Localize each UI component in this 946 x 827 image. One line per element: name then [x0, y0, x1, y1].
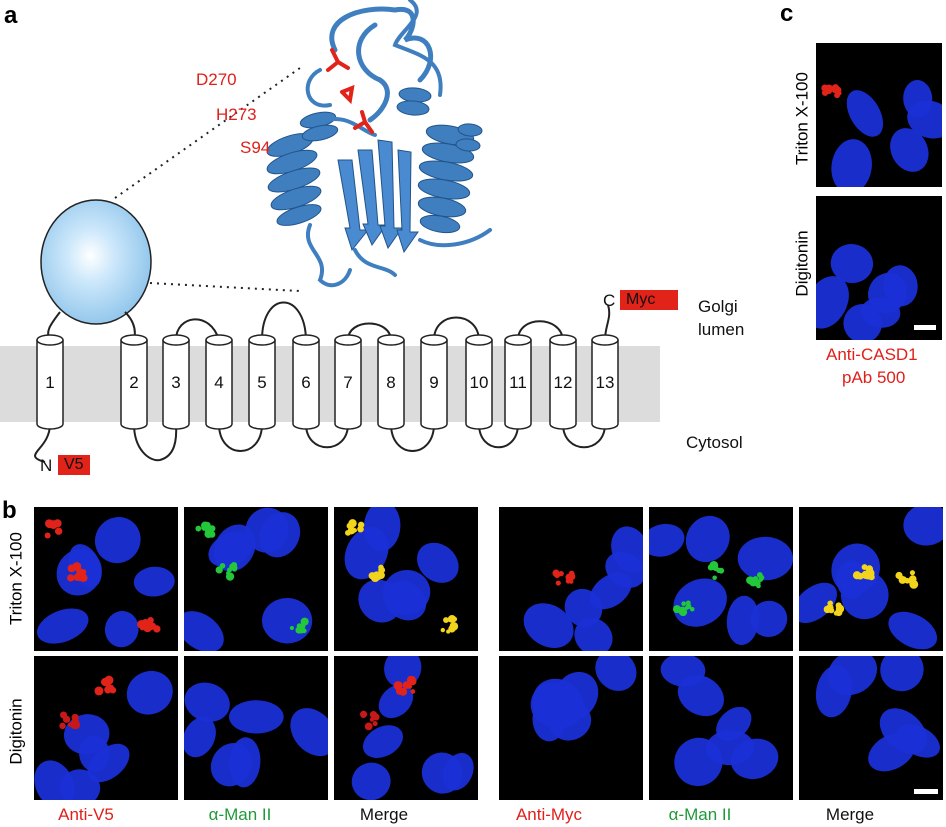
micrograph-b-row2-col3	[334, 656, 478, 800]
loop-8-9	[390, 423, 435, 452]
micrograph-b-row1-col5	[649, 507, 793, 651]
loop-6-7	[305, 423, 349, 449]
luminal-domain-sphere	[40, 199, 152, 325]
panel-b-column-label-4: Anti-Myc	[515, 805, 583, 824]
helix-6	[292, 334, 320, 430]
loop-3-4	[175, 318, 220, 341]
helix-number-9: 9	[429, 373, 439, 392]
region-label-cytosol: Cytosol	[686, 433, 743, 452]
helix-number-4: 4	[214, 373, 224, 392]
panel-b-letter: b	[2, 497, 17, 524]
panel-b-row-label-triton: Triton X-100	[6, 532, 26, 625]
panel-b-column-label-6: Merge	[825, 805, 875, 824]
region-label-golgi: Golgi	[698, 297, 738, 316]
panel-c-row-label-triton: Triton X-100	[792, 72, 812, 165]
n-terminus-tail	[34, 423, 51, 463]
scale-bar-c	[914, 325, 936, 330]
c-terminus-label: C	[603, 291, 616, 310]
topology-diagram	[0, 0, 660, 463]
panel-c-letter: c	[780, 0, 794, 27]
loop-4-5	[218, 423, 263, 452]
helix-number-11: 11	[509, 373, 527, 392]
region-label-lumen: lumen	[698, 320, 745, 339]
panel-b-row-label-digitonin: Digitonin	[6, 698, 26, 765]
loop-5-6	[261, 301, 307, 341]
helix-1	[36, 334, 64, 430]
helix-7	[334, 334, 362, 430]
loop-12-13	[562, 423, 606, 449]
micrograph-b-row1-col2	[184, 507, 328, 651]
helix-number-12: 12	[553, 373, 573, 392]
residue-label-s94: S94	[240, 138, 271, 157]
helix-5	[248, 334, 276, 430]
v5-tag: V5	[58, 455, 90, 475]
panel-c-caption-line2: pAb 500	[842, 368, 906, 387]
panel-c-row-label-digitonin: Digitonin	[792, 230, 812, 297]
panel-b-column-label-1: Anti-V5	[58, 805, 114, 824]
helix-number-3: 3	[171, 373, 181, 392]
helix-number-8: 8	[386, 373, 396, 392]
helix-number-7: 7	[343, 373, 353, 392]
helix-number-10: 10	[469, 373, 489, 392]
helix-13	[591, 334, 619, 430]
micrograph-b-row1-col3	[334, 507, 478, 651]
panel-b-column-label-2: α-Man II	[208, 805, 272, 824]
micrograph-b-row2-col4	[499, 656, 643, 800]
micrograph-b-row2-col2	[184, 656, 328, 800]
panel-b-column-label-5: α-Man II	[668, 805, 732, 824]
panel-c-caption-line1: Anti-CASD1	[826, 345, 918, 364]
micrograph-b-row1-col6	[799, 507, 943, 651]
helix-number-6: 6	[301, 373, 311, 392]
micrograph-c-triton	[816, 43, 942, 187]
myc-tag: Myc	[620, 290, 678, 310]
protein-structure	[266, 0, 492, 288]
micrograph-b-row1-col4	[499, 507, 643, 651]
helix-3	[162, 334, 190, 430]
micrograph-c-digitonin	[816, 196, 942, 340]
loop-11-12	[517, 320, 564, 341]
loop-7-8	[347, 322, 392, 341]
helix-2	[120, 334, 148, 430]
transmembrane-helices	[36, 334, 619, 430]
helix-11	[504, 334, 532, 430]
panel-a-letter: a	[4, 2, 18, 29]
zoom-line-lower	[149, 282, 301, 292]
micrograph-b-row2-col6	[799, 656, 943, 800]
micrograph-b-row2-col1	[34, 656, 178, 800]
helix-4	[205, 334, 233, 430]
helix-number-5: 5	[257, 373, 267, 392]
helix-number-1: 1	[45, 373, 55, 392]
helix-9	[420, 334, 448, 430]
loop-10-11	[478, 423, 519, 449]
scale-bar-b	[914, 789, 938, 794]
residue-label-d270: D270	[196, 70, 237, 89]
n-terminus-label: N	[40, 456, 53, 475]
helix-10	[465, 334, 493, 430]
micrograph-b-row1-col1	[34, 507, 178, 651]
helix-number-2: 2	[129, 373, 139, 392]
loop-9-10	[433, 316, 480, 341]
panel-b-column-label-3: Merge	[359, 805, 409, 824]
helix-8	[377, 334, 405, 430]
helix-12	[549, 334, 577, 430]
zoom-line-upper	[114, 67, 301, 199]
helix-number-13: 13	[595, 373, 615, 392]
loop-2-3	[133, 423, 178, 462]
residue-label-h273: H273	[216, 105, 257, 124]
micrograph-b-row2-col5	[649, 656, 793, 800]
